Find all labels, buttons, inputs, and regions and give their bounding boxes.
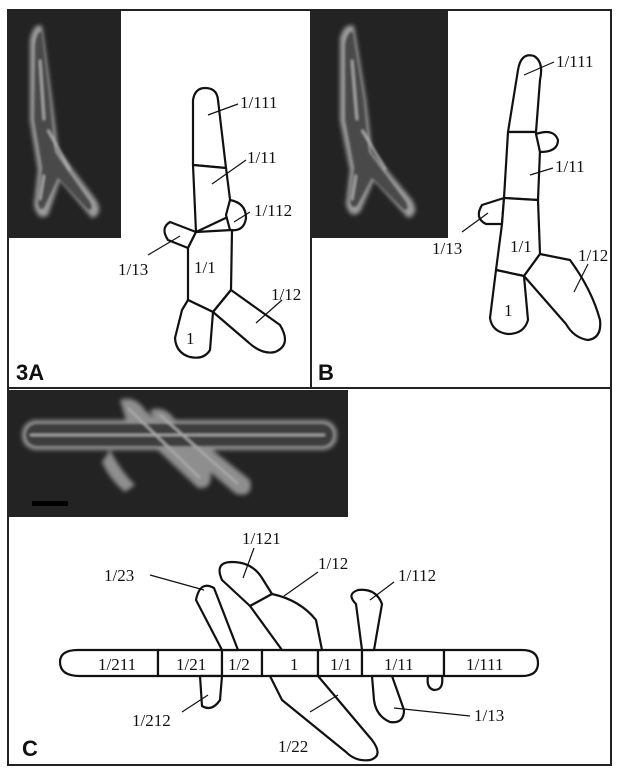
cell-b-1-111 [508, 55, 541, 132]
label-c-1-112: 1/112 [398, 566, 436, 585]
label-c-1: 1 [290, 655, 299, 674]
cell-b-1-13 [479, 198, 504, 224]
label-b-1-1: 1/1 [510, 237, 532, 256]
drawing-b: 1/111 1/11 1/13 1/1 1/12 1 [432, 52, 608, 340]
label-c-1-111: 1/111 [466, 655, 503, 674]
cell-b-1-11 [504, 132, 540, 200]
cell-b-1-11-bud [536, 132, 558, 152]
label-c-1-12: 1/12 [318, 554, 348, 573]
cell-c-1-11-bud [428, 676, 443, 690]
panel-label-c: C [22, 736, 38, 761]
cell-b-1-12 [524, 254, 600, 340]
label-a-1-13: 1/13 [118, 260, 148, 279]
panel-label-b: B [318, 360, 334, 385]
label-b-1-11: 1/11 [555, 157, 585, 176]
label-b-1-13: 1/13 [432, 239, 462, 258]
cell-c-1-12 [250, 594, 322, 650]
label-a-1-12: 1/12 [271, 285, 301, 304]
label-c-1-212: 1/212 [132, 711, 171, 730]
label-c-1-11: 1/11 [384, 655, 414, 674]
label-a-1: 1 [186, 329, 195, 348]
cell-c-1-13 [372, 676, 404, 722]
label-c-1-23: 1/23 [104, 566, 134, 585]
label-c-1-1: 1/1 [330, 655, 352, 674]
panel-a: 1/111 1/11 1/112 1/13 1/1 1/12 1 3A [8, 10, 301, 385]
label-b-1: 1 [504, 301, 513, 320]
cell-c-1-23 [196, 586, 238, 650]
label-c-1-211: 1/211 [98, 655, 136, 674]
cell-a-1-11 [193, 165, 232, 232]
drawing-c: 1/121 1/23 1/12 1/112 1/211 1/21 1/2 1 1… [60, 529, 538, 760]
label-a-1-111: 1/111 [240, 93, 277, 112]
cell-a-1-111 [193, 88, 226, 168]
drawing-a: 1/111 1/11 1/112 1/13 1/1 1/12 1 [118, 88, 301, 358]
label-c-1-13: 1/13 [474, 706, 504, 725]
cell-c-1-212 [200, 676, 222, 708]
micrograph-a [8, 10, 121, 238]
label-c-1-21: 1/21 [176, 655, 206, 674]
cell-a-1-112 [226, 200, 246, 230]
label-c-1-22: 1/22 [278, 737, 308, 756]
micrograph-c [8, 390, 348, 517]
label-b-1-12: 1/12 [578, 246, 608, 265]
panel-label-a: 3A [16, 360, 44, 385]
label-c-1-2: 1/2 [228, 655, 250, 674]
panel-b: 1/111 1/11 1/13 1/1 1/12 1 B [311, 10, 608, 385]
label-c-1-121: 1/121 [242, 529, 281, 548]
micrograph-b [311, 10, 448, 238]
label-a-1-11: 1/11 [247, 148, 277, 167]
label-a-1-112: 1/112 [254, 201, 292, 220]
label-b-1-111: 1/111 [556, 52, 593, 71]
label-a-1-1: 1/1 [194, 258, 216, 277]
cell-c-1-112 [351, 590, 382, 650]
scale-bar [32, 501, 68, 506]
